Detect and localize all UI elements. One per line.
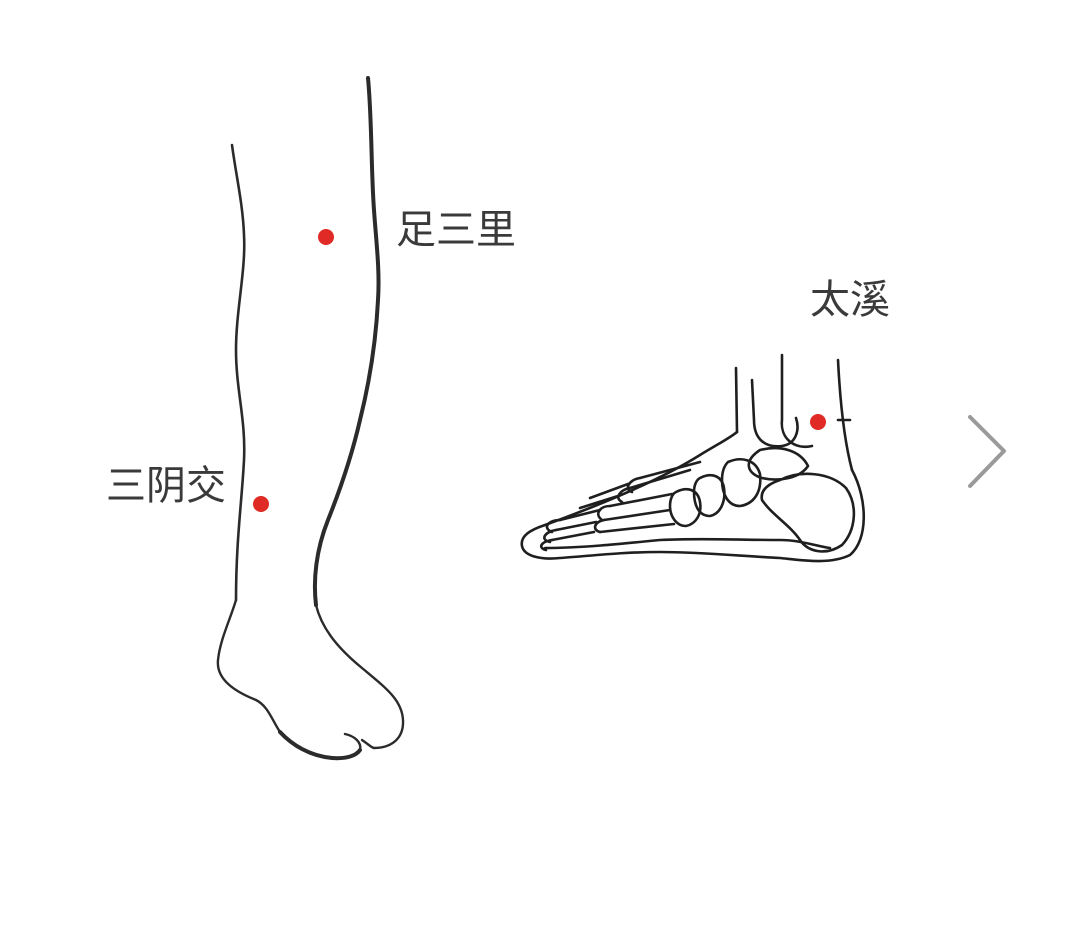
acupoint-label-taixi: 太溪 (810, 277, 890, 323)
foot-toe-line (343, 732, 376, 752)
phalanx-tips (539, 518, 562, 552)
metatarsal-bones (598, 460, 702, 534)
tibia-bone (780, 353, 814, 449)
leg-illustration (216, 76, 405, 761)
inner-sole-line (543, 537, 832, 550)
acupoint-dot-taixi[interactable] (810, 414, 826, 430)
cuneiform-bone-1 (692, 474, 726, 518)
next-button[interactable] (958, 405, 1018, 500)
navicular-bone (720, 458, 762, 508)
fibula-bone (750, 378, 799, 448)
acupoint-dot-zusanli[interactable] (318, 229, 334, 245)
leg-front-contour (312, 76, 381, 607)
chevron-right-icon (968, 415, 1006, 488)
foot-heel-contour (216, 598, 282, 734)
foot-front-contour (314, 603, 405, 750)
foot-silhouette (520, 430, 866, 563)
acupoint-dot-sanyinjiao[interactable] (253, 496, 269, 512)
calcaneus-bone (760, 472, 856, 553)
foot-sole-contour (278, 730, 362, 761)
acupoint-label-zusanli: 足三里 (396, 207, 516, 253)
foot-skeleton-illustration (520, 353, 866, 563)
leg-outline-right (836, 358, 854, 472)
talus-bone (747, 446, 810, 481)
phalanx-bones (550, 482, 630, 542)
leg-outline-left (734, 366, 739, 434)
leg-back-contour (230, 143, 246, 602)
cuneiform-bone-2 (668, 488, 702, 528)
acupoint-label-sanyinjiao: 三阴交 (106, 463, 226, 509)
